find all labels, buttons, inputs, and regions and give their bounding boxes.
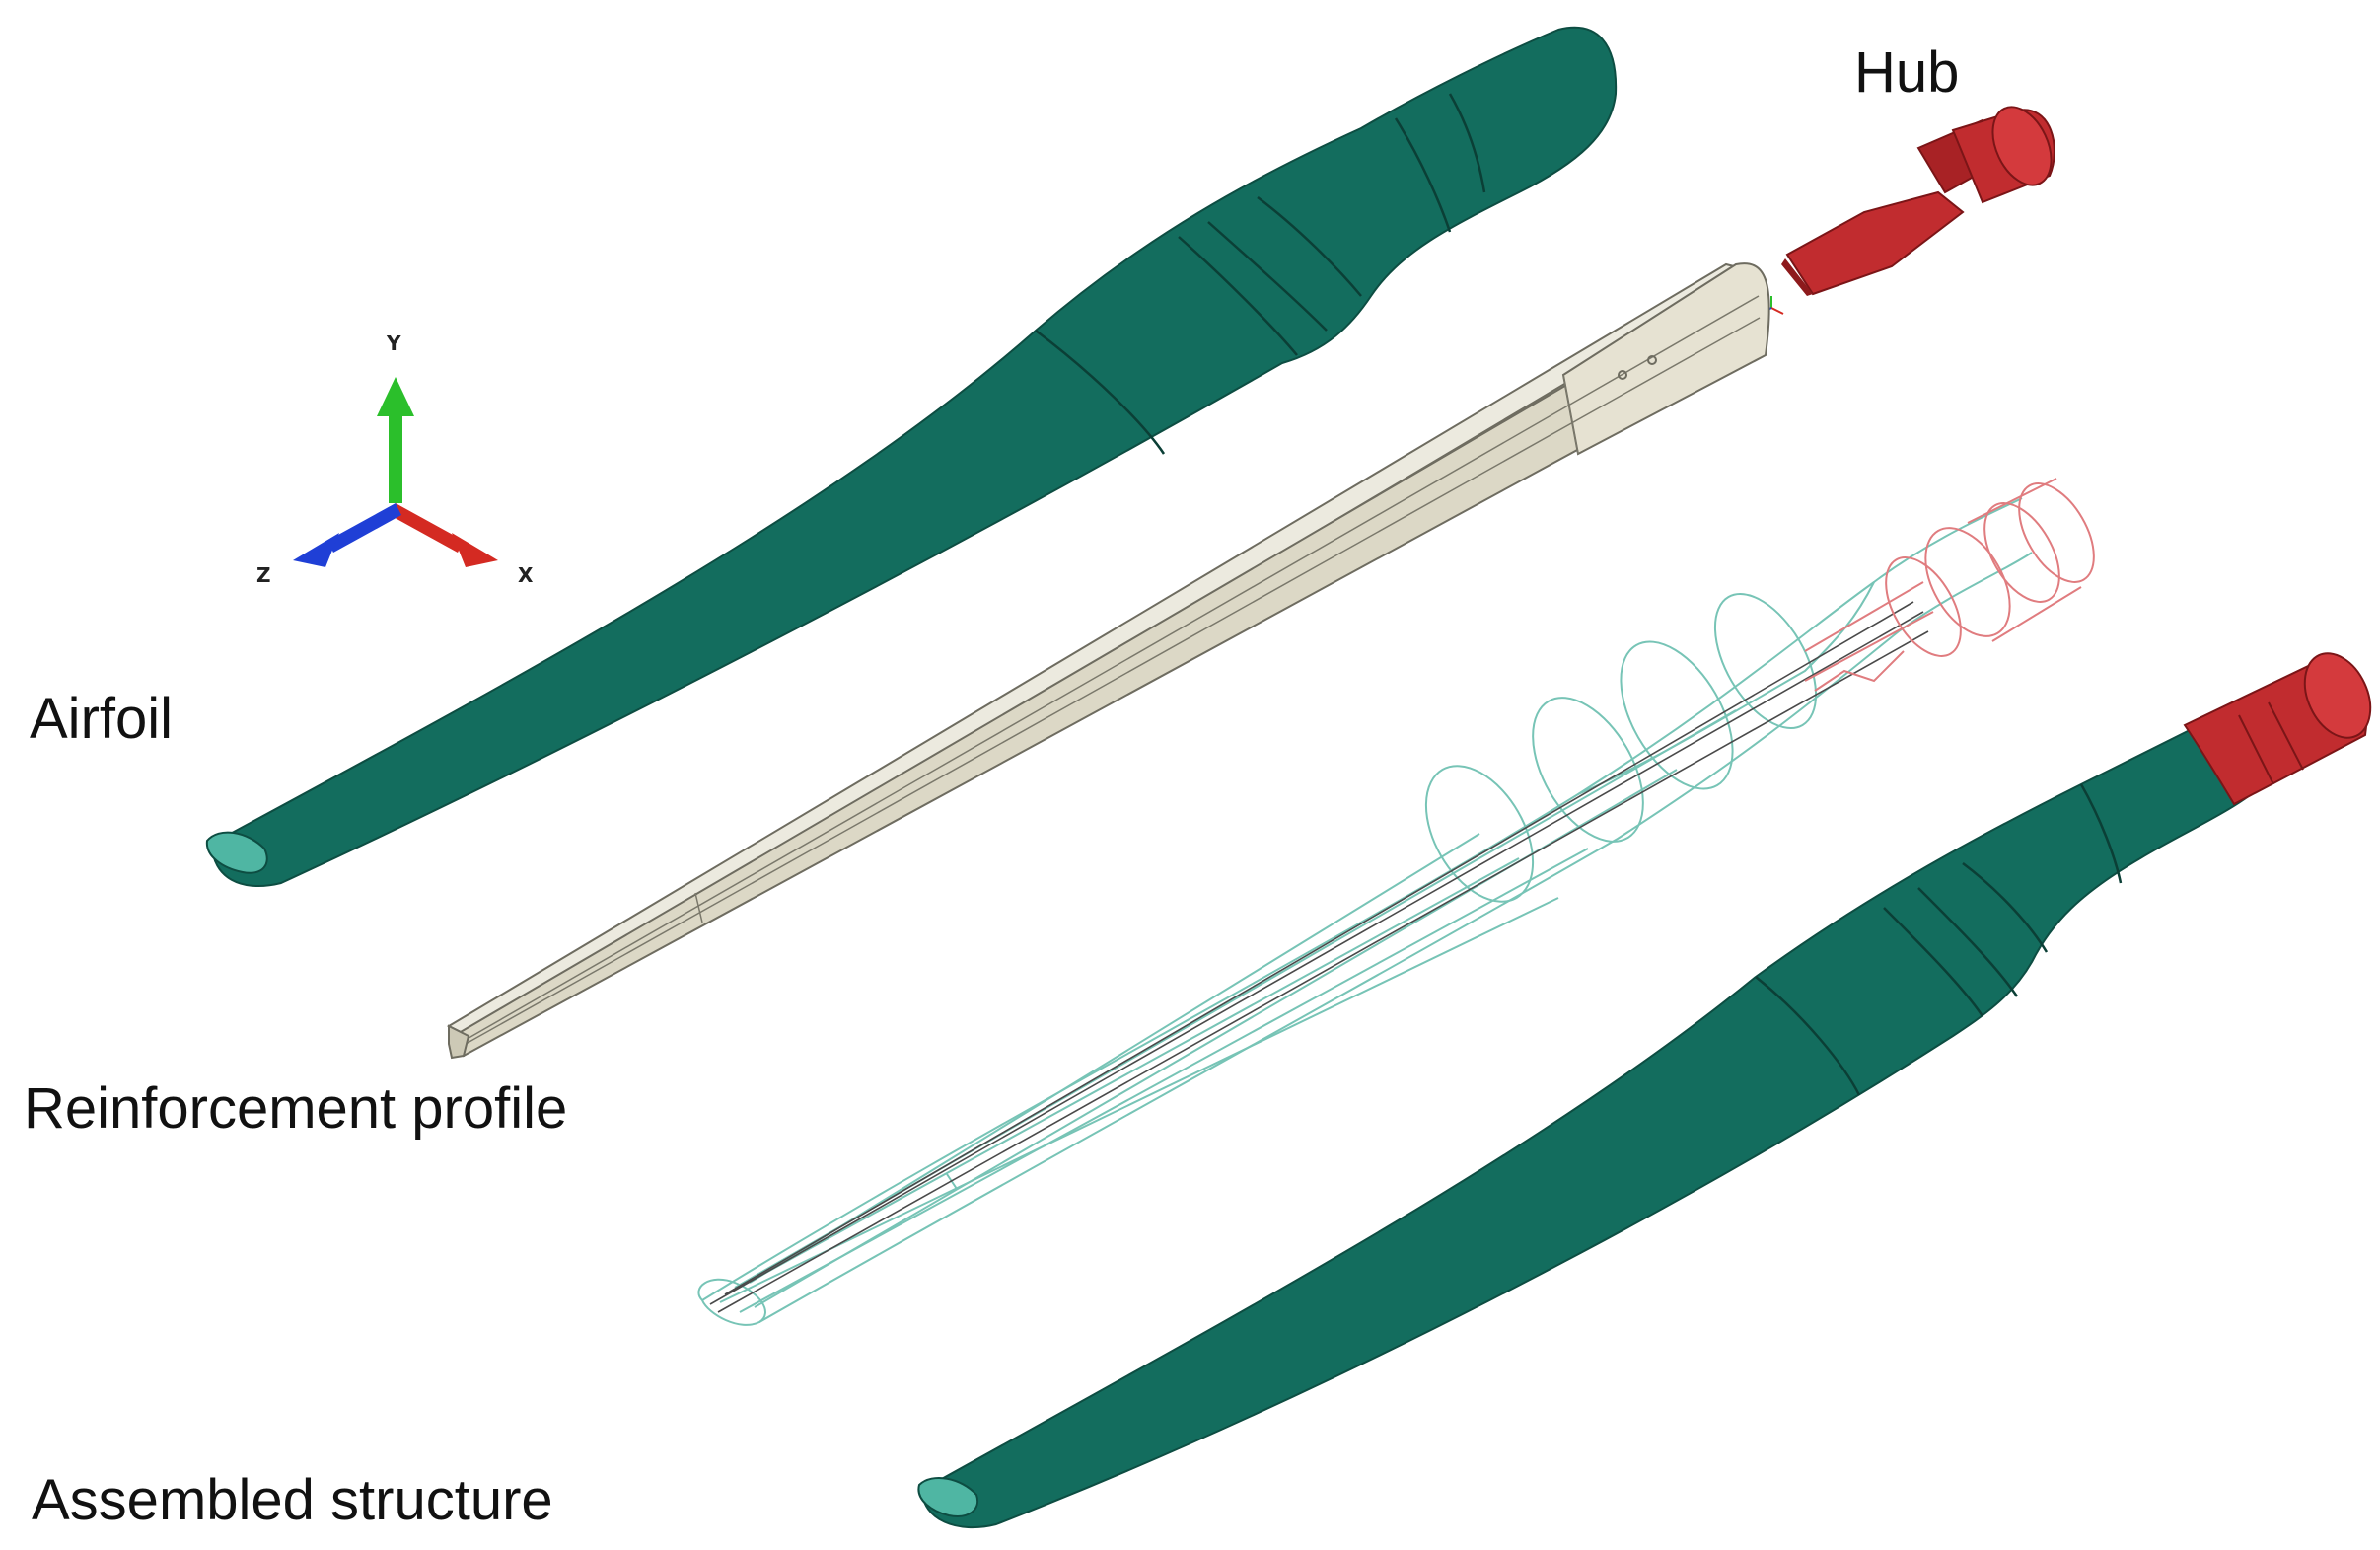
axis-label-y: Y [386, 332, 401, 355]
airfoil-tip [205, 831, 268, 874]
wireframe-blade [697, 497, 2033, 1326]
spar-tip-end [448, 1024, 470, 1060]
hub-label: Hub [1854, 40, 1960, 105]
hub-shaft [1785, 190, 1965, 296]
axis-triad: Y X Z [256, 332, 534, 587]
spar-hole [1647, 355, 1657, 365]
airfoil-body [210, 26, 1618, 888]
hub-end-face [1991, 106, 2053, 186]
wireframe-hub [1804, 478, 2095, 692]
airfoil-label: Airfoil [30, 687, 174, 751]
wireframe-assembly [697, 478, 2095, 1326]
x-axis-arrow [390, 503, 498, 567]
spar-detail-lines [458, 295, 1761, 1049]
y-axis-arrow [377, 377, 414, 503]
hub-part [1781, 106, 2055, 296]
assembled-hub [2183, 652, 2372, 806]
hub-base [1781, 258, 1813, 296]
z-axis-arrow [293, 503, 401, 567]
wireframe-core [709, 601, 1929, 1313]
reinforcement-profile-label: Reinforcement profile [24, 1076, 568, 1141]
assembled-tip [917, 1477, 979, 1517]
assembled-structure-label: Assembled structure [32, 1468, 553, 1532]
axis-label-x: X [518, 563, 534, 587]
reinforcement-spar [446, 262, 1770, 1060]
spar-hole [1618, 370, 1627, 380]
axis-label-z: Z [256, 563, 271, 587]
spar-root-block [1561, 262, 1770, 456]
assembled-section-lines [1755, 783, 2123, 1096]
airfoil-blade [205, 26, 1618, 888]
airfoil-section-lines [1035, 93, 1486, 455]
assembled-blade [917, 652, 2372, 1529]
